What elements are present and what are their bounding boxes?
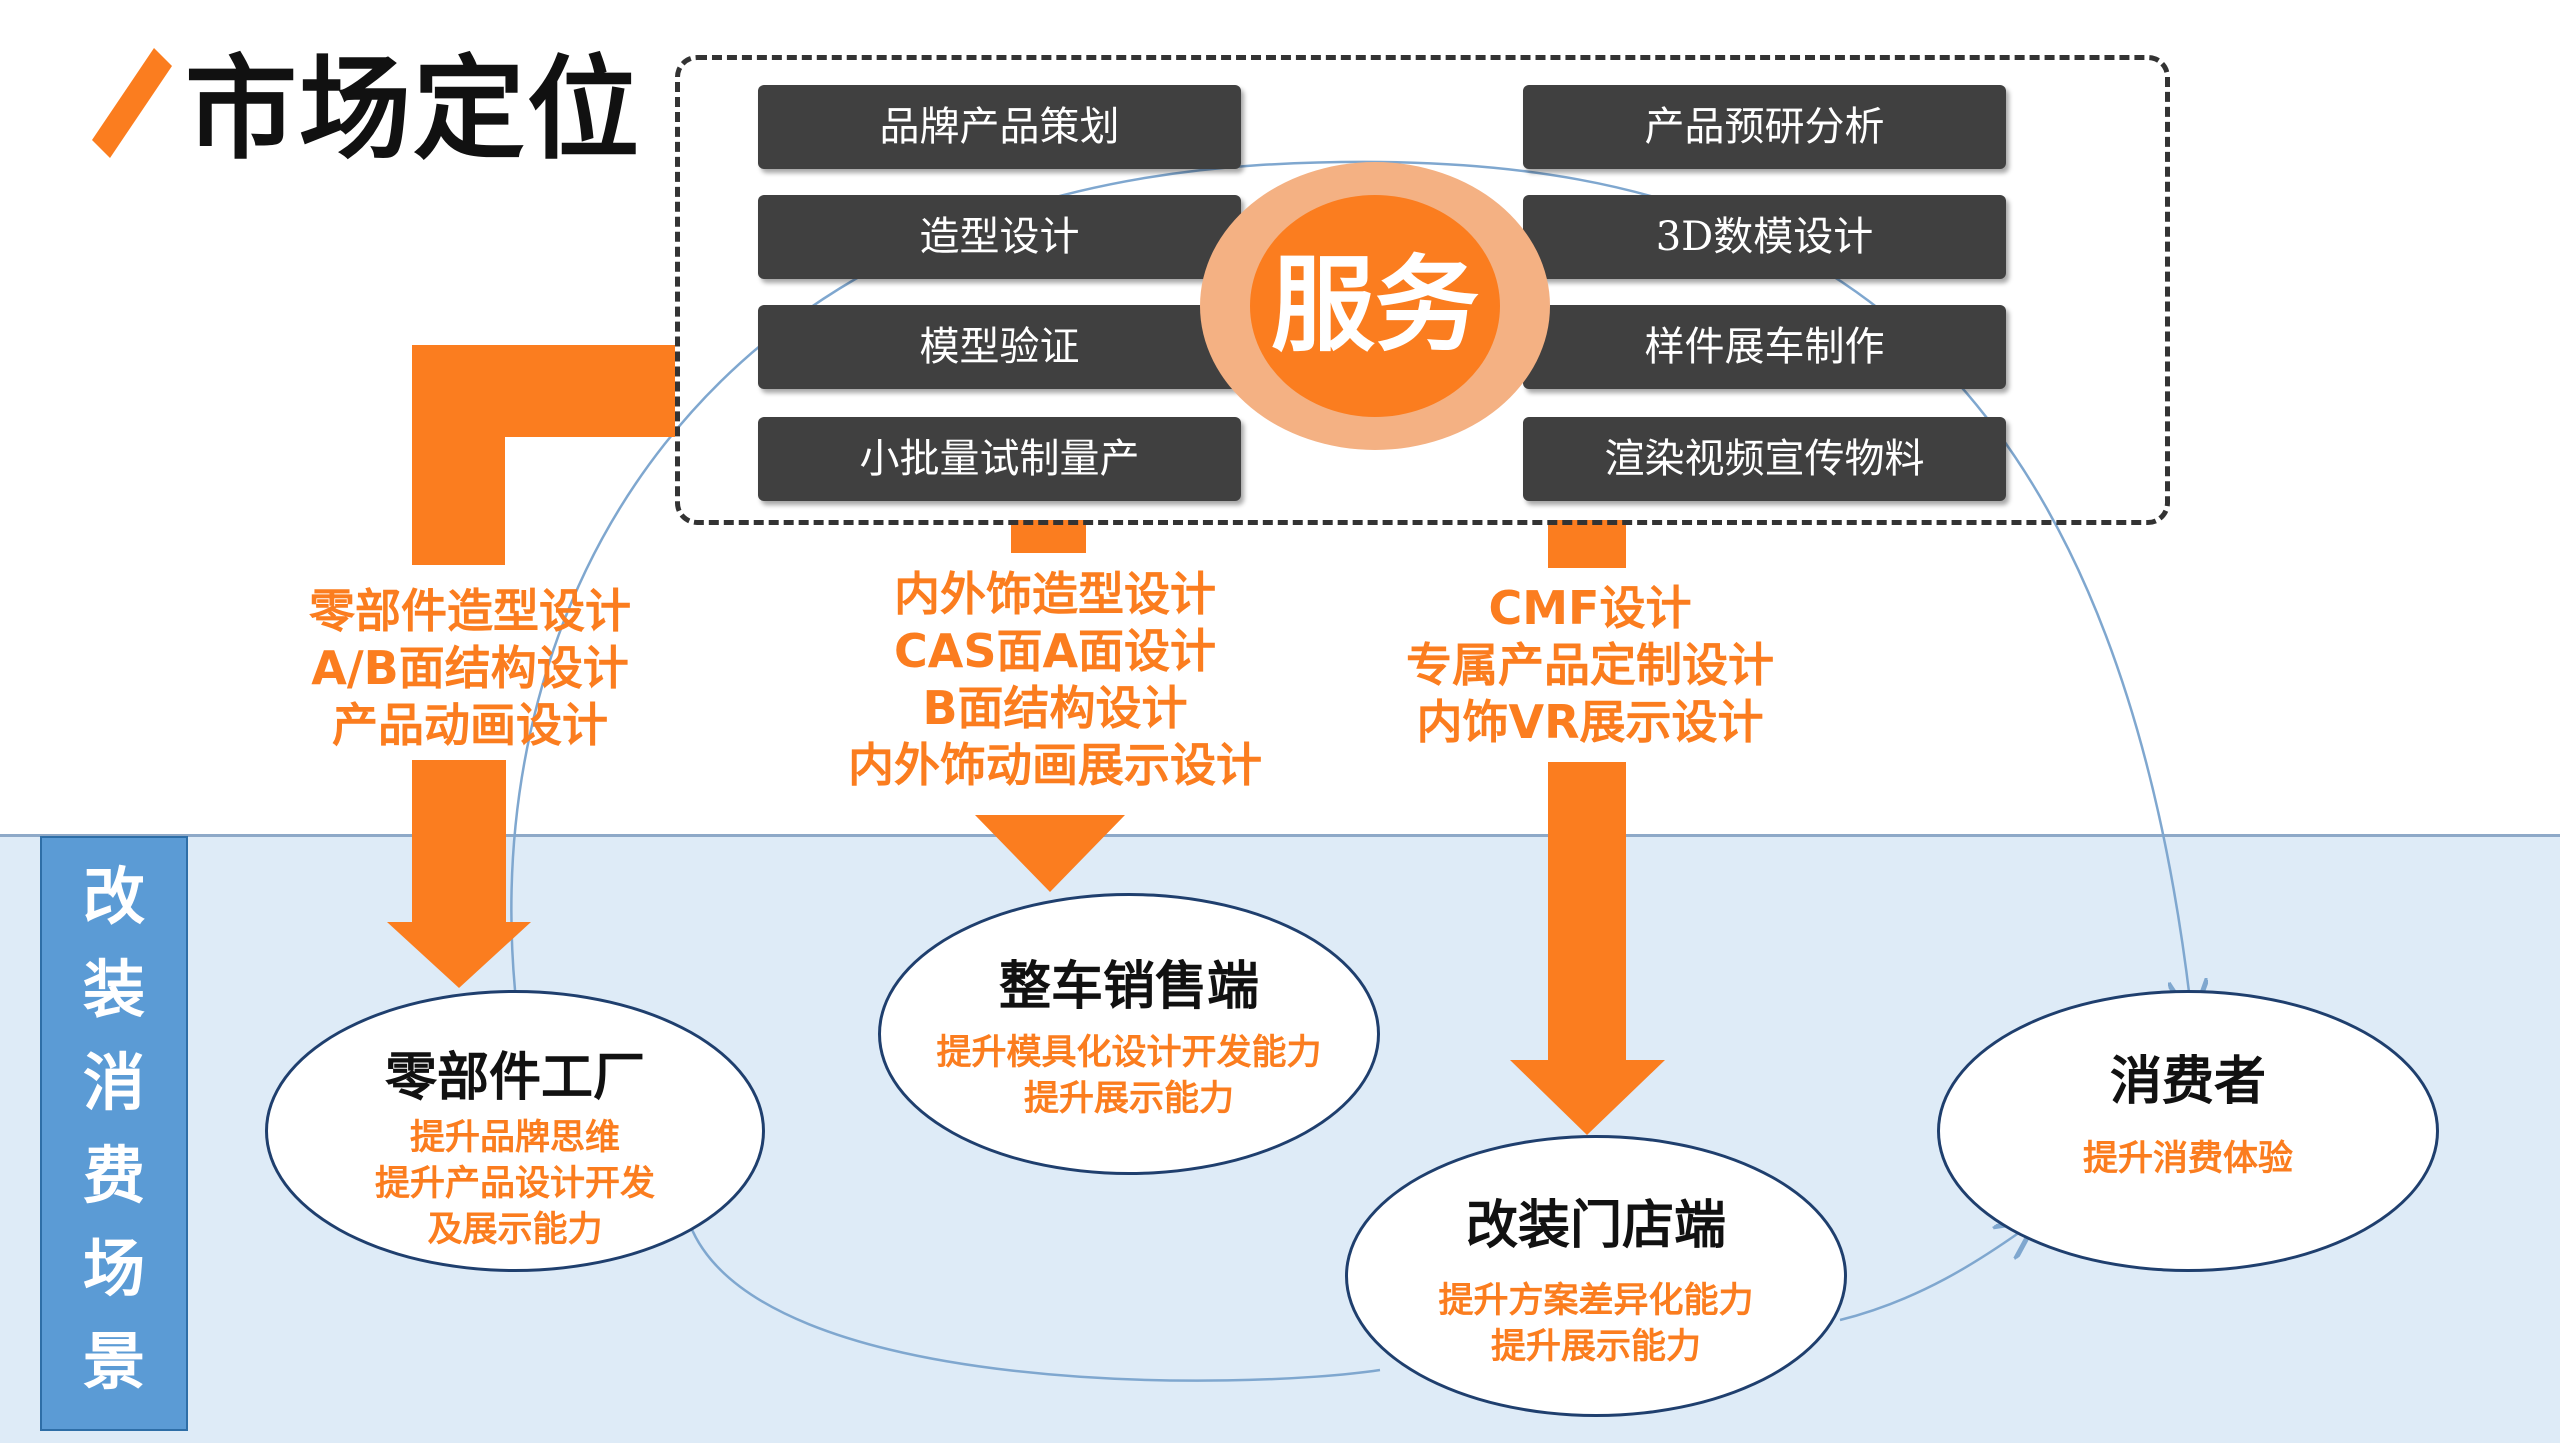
service-container <box>675 55 2170 525</box>
scene-label: 改 装 消 费 场 景 <box>40 850 188 1408</box>
service-item-left-4: 小批量试制量产 <box>758 417 1241 501</box>
page-title: 市场定位 <box>185 45 641 175</box>
service-item-left-2: 造型设计 <box>758 195 1241 279</box>
arrow-text-line: 零部件造型设计 <box>309 584 631 638</box>
node-subtext-line: 提升展示能力 <box>1023 1079 1234 1119</box>
arrow-text-line: 专属产品定制设计 <box>1406 638 1774 692</box>
arrow-text-line: B面结构设计 <box>922 681 1188 735</box>
service-item-right-3: 样件展车制作 <box>1523 305 2006 389</box>
service-hub-label: 服务 <box>1270 244 1479 366</box>
node-subtext-line: 提升方案差异化能力 <box>1438 1281 1754 1321</box>
node-parts-factory <box>265 990 765 1272</box>
node-title: 消费者 <box>2109 1052 2266 1112</box>
node-title: 整车销售端 <box>998 957 1259 1017</box>
node-subtext: 提升模具化设计开发能力 提升展示能力 <box>878 1030 1380 1122</box>
arrow-1-text: 零部件造型设计 A/B面结构设计 产品动画设计 <box>260 583 680 754</box>
arrow-text-line: 内外饰造型设计 <box>894 567 1216 621</box>
node-vehicle-sales <box>878 893 1380 1175</box>
arrow-1-shape <box>412 345 675 565</box>
service-item-right-1: 产品预研分析 <box>1523 85 2006 169</box>
arrow-text-line: A/B面结构设计 <box>311 641 629 695</box>
service-item-right-4: 渲染视频宣传物料 <box>1523 417 2006 501</box>
scene-label-char: 景 <box>82 1325 145 1398</box>
service-item-left-1: 品牌产品策划 <box>758 85 1241 169</box>
node-subtext-line: 提升展示能力 <box>1490 1327 1701 1367</box>
node-title: 零部件工厂 <box>384 1048 645 1108</box>
scene-label-char: 消 <box>82 1046 145 1119</box>
service-item-left-3: 模型验证 <box>758 305 1241 389</box>
arrow-3-text: CMF设计 专属产品定制设计 内饰VR展示设计 <box>1390 580 1790 751</box>
arrow-2-text: 内外饰造型设计 CAS面A面设计 B面结构设计 内外饰动画展示设计 <box>805 566 1305 794</box>
node-consumer <box>1937 990 2439 1272</box>
title-accent-slash-icon <box>92 48 172 158</box>
node-subtext-line: 提升品牌思维 <box>409 1118 620 1158</box>
node-subtext-line: 提升消费体验 <box>2082 1139 2293 1179</box>
arrow-text-line: 内外饰动画展示设计 <box>848 738 1262 792</box>
node-subtext: 提升消费体验 <box>1937 1136 2439 1182</box>
scene-label-char: 装 <box>82 953 145 1026</box>
scene-label-char: 改 <box>82 860 145 933</box>
node-subtext: 提升方案差异化能力 提升展示能力 <box>1345 1278 1847 1370</box>
arrow-text-line: CAS面A面设计 <box>893 624 1217 678</box>
service-item-right-2: 3D数模设计 <box>1523 195 2006 279</box>
node-subtext-line: 提升产品设计开发 <box>374 1164 655 1204</box>
arrow-text-line: 内饰VR展示设计 <box>1416 695 1764 749</box>
node-title: 改装门店端 <box>1465 1196 1726 1256</box>
scene-label-char: 费 <box>82 1139 145 1212</box>
arrow-3-top <box>1548 520 1626 568</box>
scene-label-char: 场 <box>82 1232 145 1305</box>
scene-side-bar <box>40 836 188 1431</box>
node-modification-store <box>1345 1135 1847 1417</box>
node-subtext-line: 提升模具化设计开发能力 <box>936 1033 1322 1073</box>
service-hub-inner <box>1250 195 1500 417</box>
arrow-text-line: CMF设计 <box>1488 581 1692 635</box>
node-subtext-line: 及展示能力 <box>427 1210 603 1250</box>
node-subtext: 提升品牌思维 提升产品设计开发 及展示能力 <box>265 1115 765 1253</box>
arrow-text-line: 产品动画设计 <box>332 698 608 752</box>
